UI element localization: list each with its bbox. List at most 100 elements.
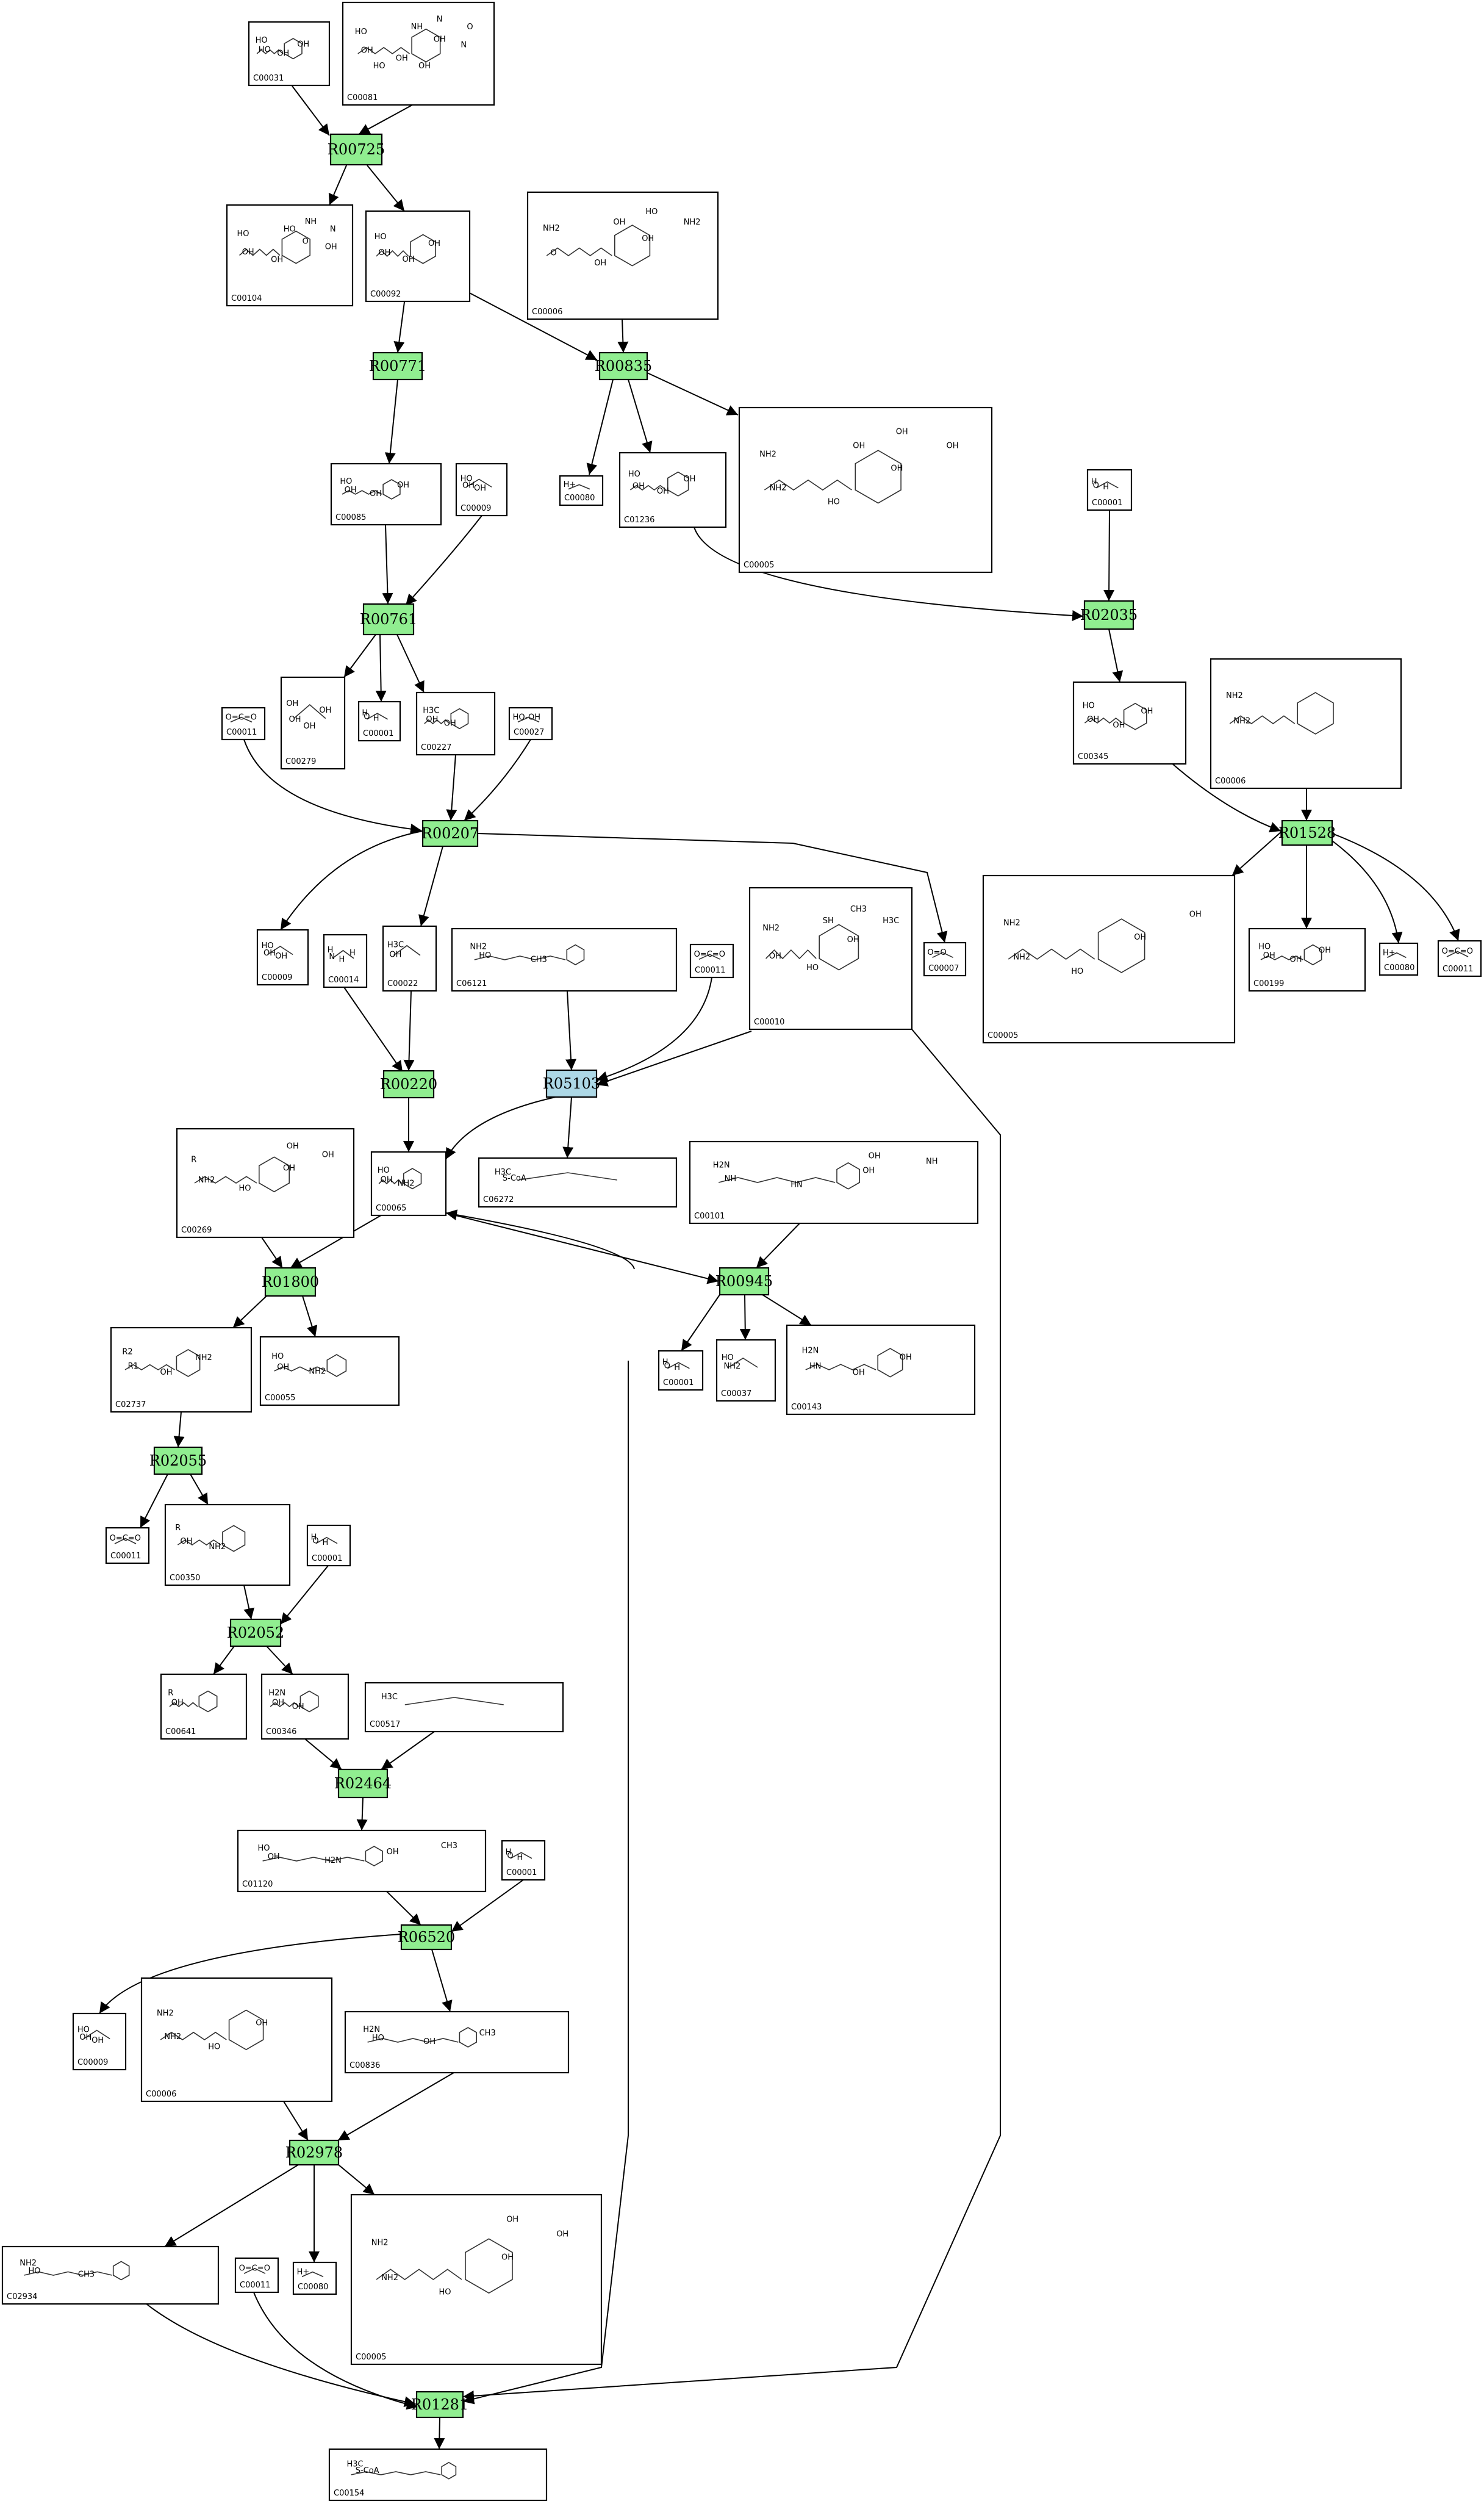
- reaction-r00945[interactable]: R00945: [715, 1267, 773, 1296]
- edge-arrow: [628, 379, 653, 453]
- compound-c00080a[interactable]: H+C00080: [559, 475, 604, 506]
- atom-label: OH: [853, 442, 865, 451]
- atom-label: O=C=O: [239, 2264, 270, 2273]
- reaction-label: R00220: [380, 1076, 437, 1093]
- compound-id: C00011: [695, 966, 725, 975]
- atom-label: H: [373, 714, 379, 723]
- atom-label: HO: [439, 2288, 451, 2297]
- reaction-r02464[interactable]: R02464: [334, 1768, 392, 1799]
- reaction-r00771[interactable]: R00771: [369, 351, 426, 381]
- compound-box: [501, 1840, 546, 1881]
- reaction-r02052[interactable]: R02052: [227, 1618, 284, 1647]
- atom-label: OH: [160, 1368, 173, 1377]
- reaction-r02035[interactable]: R02035: [1080, 600, 1138, 630]
- edge-arrow: [358, 104, 413, 135]
- edge-arrow: [431, 1949, 453, 2012]
- atom-label: OH: [322, 1150, 334, 1159]
- atom-label: OH: [594, 259, 606, 268]
- structure-ring: [228, 2009, 264, 2051]
- structure-chain: [124, 1364, 175, 1370]
- atom-label: OH: [287, 1142, 299, 1151]
- structure-ring: [365, 1846, 383, 1866]
- reaction-r01800[interactable]: R01800: [262, 1267, 319, 1297]
- reaction-r00207[interactable]: R00207: [421, 819, 479, 847]
- reaction-r02055[interactable]: R02055: [149, 1446, 207, 1475]
- reaction-r06520[interactable]: R06520: [398, 1924, 455, 1951]
- atom-label: OH: [556, 2229, 568, 2239]
- reaction-r00835[interactable]: R00835: [595, 351, 652, 381]
- reaction-r00761[interactable]: R00761: [360, 603, 417, 636]
- structure-chain: [24, 2271, 112, 2276]
- reaction-r02978[interactable]: R02978: [285, 2139, 343, 2166]
- compound-c00080c[interactable]: H+C00080: [292, 2261, 337, 2295]
- atom-label: H: [674, 1363, 680, 1372]
- edge-arrow: [565, 990, 577, 1071]
- atom-label: H2N: [268, 1689, 285, 1698]
- compound-box: [357, 700, 401, 742]
- reaction-r01281[interactable]: R01281: [411, 2391, 468, 2419]
- edge-arrow: [164, 2164, 299, 2247]
- reaction-r00220[interactable]: R00220: [380, 1070, 437, 1099]
- reaction-r00725[interactable]: R00725: [328, 133, 385, 166]
- reaction-r01528[interactable]: R01528: [1278, 819, 1336, 846]
- atom-label: HO: [258, 1844, 270, 1853]
- reaction-label: R00761: [360, 611, 417, 628]
- compound-box: [176, 1128, 355, 1239]
- compound-id: C00081: [347, 93, 378, 103]
- compound-c00080b[interactable]: H+C00080: [1378, 942, 1419, 976]
- reaction-r05103[interactable]: R05103: [543, 1069, 600, 1098]
- atom-label: H: [339, 955, 345, 965]
